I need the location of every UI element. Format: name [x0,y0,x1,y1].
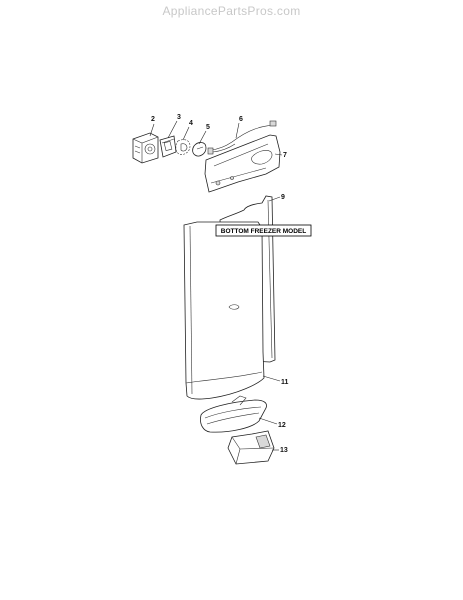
callout-4: 4 [189,120,193,127]
part-13-drip-tray[interactable] [227,430,275,465]
svg-text:BOTTOM FREEZER MODEL: BOTTOM FREEZER MODEL [221,228,306,235]
callout-11: 11 [281,379,289,386]
callout-12: 12 [278,422,286,429]
part-4-gasket[interactable] [175,139,191,155]
watermark: AppliancePartsPros.com [162,4,301,18]
part-12-dispenser-tray[interactable] [200,395,267,433]
callout-13: 13 [280,447,288,454]
part-11-door-panel[interactable] [183,221,265,400]
callout-5: 5 [206,124,210,131]
callout-9: 9 [281,194,285,201]
part-2-housing[interactable] [132,132,159,164]
callout-3: 3 [177,114,181,121]
part-3-plate[interactable] [159,135,177,158]
bottom-freezer-model-label: BOTTOM FREEZER MODEL [215,224,312,237]
callout-7: 7 [283,152,287,159]
callout-2: 2 [151,116,155,123]
part-7-dispenser-cover[interactable] [204,134,281,193]
callout-leaders [149,120,283,451]
callout-6: 6 [239,116,243,123]
part-6-wire-harness[interactable] [207,120,277,155]
part-5-paddle[interactable] [192,142,207,157]
